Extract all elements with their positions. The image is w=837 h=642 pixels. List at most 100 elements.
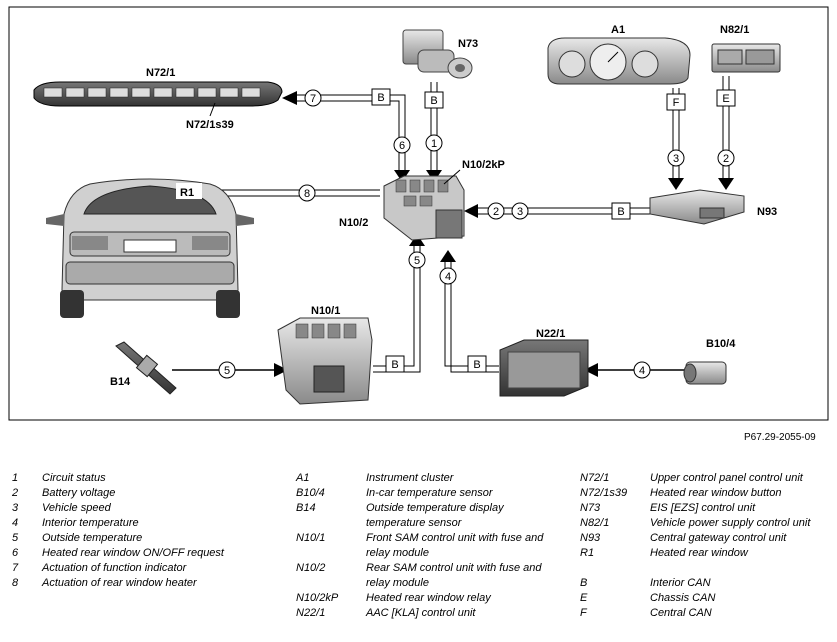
signal-4-up: 4: [439, 267, 457, 285]
bus-box-b-n22: B: [467, 355, 487, 373]
legend-key: 7: [12, 562, 19, 574]
legend-text: In-car temperature sensor: [366, 487, 493, 499]
central-gateway-illustration: [649, 189, 745, 225]
legend-row: A1 Instrument cluster: [296, 471, 546, 486]
eis-control-unit-illustration: [402, 29, 473, 79]
legend-row: N10/2kP Heated rear window relay: [296, 591, 546, 606]
legend-row: B10/4 In-car temperature sensor: [296, 486, 546, 501]
signal-6: 6: [393, 136, 411, 154]
signal-4-b10: 4: [633, 361, 651, 379]
label-n10-1: N10/1: [311, 305, 340, 317]
legend-text: AAC [KLA] control unit: [366, 607, 476, 619]
bus-box-e: E: [716, 89, 736, 107]
svg-text:5: 5: [224, 365, 230, 377]
legend-key: B: [580, 577, 588, 589]
bus-boxes: B B F E B B B: [371, 88, 736, 373]
svg-text:E: E: [722, 93, 729, 105]
label-n93: N93: [757, 206, 777, 218]
legend-key: F: [580, 607, 587, 619]
legend-key: N93: [580, 532, 601, 544]
svg-text:5: 5: [414, 255, 420, 267]
legend-key: 1: [12, 472, 19, 484]
legend-row: 6 Heated rear window ON/OFF request: [12, 546, 272, 561]
legend-text: Heated rear window ON/OFF request: [42, 547, 224, 559]
legend-text: Interior CAN: [650, 577, 711, 589]
label-n72-1s39: N72/1s39: [186, 119, 234, 131]
diagram-frame: [8, 6, 829, 421]
legend-row: N93 Central gateway control unit: [580, 531, 830, 546]
aac-control-unit-illustration: [499, 339, 589, 397]
legend-key: 4: [12, 517, 19, 529]
legend-row: 5 Outside temperature: [12, 531, 272, 546]
signal-3-n10: 3: [511, 202, 529, 220]
legend-gap: [580, 561, 830, 576]
legend-key: 5: [12, 532, 19, 544]
svg-text:6: 6: [399, 140, 405, 152]
legend-key: 8: [12, 577, 19, 589]
legend-key: N10/2kP: [296, 592, 339, 604]
legend-text: Heated rear window relay: [366, 592, 491, 604]
label-n10-2: N10/2: [339, 217, 368, 229]
svg-text:F: F: [673, 97, 680, 109]
legend-text: Outside temperature: [42, 532, 143, 544]
upper-control-panel-illustration: [33, 81, 283, 107]
svg-text:2: 2: [723, 153, 729, 165]
bus-box-b-n10-1: B: [385, 355, 405, 373]
svg-text:2: 2: [493, 206, 499, 218]
front-sam-illustration: [277, 317, 373, 405]
legend-row: 7 Actuation of function indicator: [12, 561, 272, 576]
svg-text:B: B: [430, 95, 437, 107]
legend-key: A1: [296, 472, 310, 484]
outside-temp-sensor-illustration: [115, 341, 177, 395]
bus-box-f: F: [666, 93, 686, 111]
legend-key: E: [580, 592, 588, 604]
svg-text:4: 4: [639, 365, 645, 377]
signal-2-n10: 2: [487, 202, 505, 220]
signal-3-a1: 3: [667, 149, 685, 167]
legend-text: Chassis CAN: [650, 592, 716, 604]
legend-key: N72/1: [580, 472, 610, 484]
legend-text: Battery voltage: [42, 487, 116, 499]
legend-key: B10/4: [296, 487, 325, 499]
component-labels: N72/1 N72/1s39 N73 A1 N82/1 N10/2kP N10/…: [110, 24, 777, 388]
signal-7: 7: [304, 89, 322, 107]
legend-text: Actuation of function indicator: [42, 562, 187, 574]
in-car-temp-sensor-illustration: [683, 361, 727, 385]
legend-text: Instrument cluster: [366, 472, 454, 484]
legend-text: Heated rear window button: [650, 487, 782, 499]
figure-reference: P67.29-2055-09: [744, 432, 816, 443]
svg-text:8: 8: [304, 188, 310, 200]
power-supply-unit-illustration: [711, 43, 781, 73]
label-r1: R1: [180, 187, 194, 199]
svg-text:4: 4: [445, 271, 451, 283]
legend-text: Central gateway control unit: [650, 532, 787, 544]
label-n72-1: N72/1: [146, 67, 175, 79]
signal-1: 1: [425, 134, 443, 152]
legend-key: 6: [12, 547, 19, 559]
svg-text:B: B: [377, 92, 384, 104]
bus-box-b-n73: B: [424, 91, 444, 109]
label-n10-2kp: N10/2kP: [462, 159, 505, 171]
svg-text:B: B: [391, 359, 398, 371]
svg-text:7: 7: [310, 93, 316, 105]
label-b14: B14: [110, 376, 131, 388]
legend-text: Vehicle power supply control unit: [650, 517, 811, 529]
label-n82-1: N82/1: [720, 24, 749, 36]
legend-text: Upper control panel control unit: [650, 472, 803, 484]
car-rear-illustration: [46, 178, 254, 318]
svg-text:3: 3: [517, 206, 523, 218]
